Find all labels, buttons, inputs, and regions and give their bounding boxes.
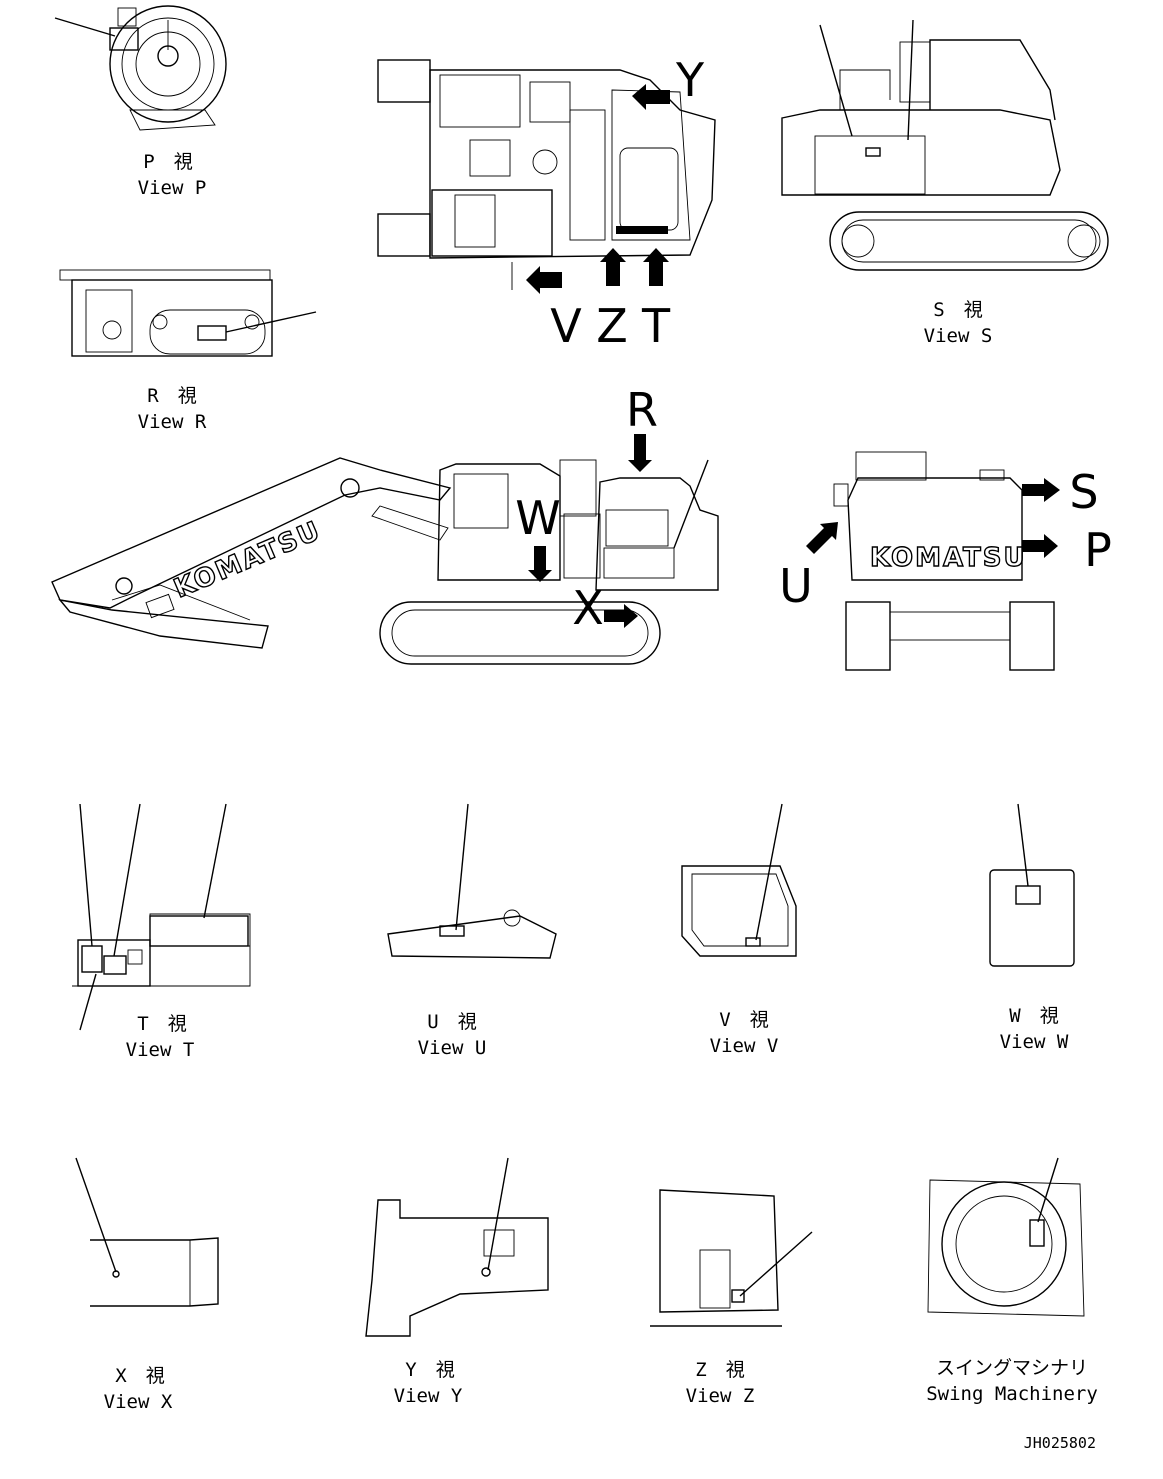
arrow-letter-x: X: [572, 581, 604, 635]
view-z-drawing: [650, 1189, 813, 1327]
leader-line: [113, 803, 141, 957]
drawing-number: JH025802: [1024, 1434, 1096, 1452]
view-s-drawing: [781, 19, 1109, 271]
view-p-label-en: View P: [138, 177, 207, 199]
leader-line: [54, 17, 116, 37]
leader-line: [455, 803, 469, 931]
view-t-drawing: [72, 803, 251, 1031]
view-w-label-en: View W: [1000, 1031, 1069, 1053]
arrow-letter-s: S: [1069, 465, 1098, 519]
arrow-letter-v: V: [550, 299, 582, 353]
swing-machinery-drawing: [927, 1157, 1085, 1317]
leader-line: [225, 311, 317, 333]
top-plan-drawing: [377, 59, 716, 294]
view-p-label-jp: P 視: [143, 151, 192, 173]
leader-line: [755, 803, 783, 941]
view-y-label-en: View Y: [394, 1385, 463, 1407]
rear-brand: KOMATSU: [870, 543, 1027, 573]
arrow-letter-z: Z: [596, 299, 628, 353]
leader-line: [79, 803, 93, 947]
leader-line: [819, 24, 853, 137]
view-r-label-jp: R 視: [147, 385, 196, 407]
view-z-label-jp: Z 視: [695, 1359, 744, 1381]
leader-line: [1037, 1157, 1059, 1223]
view-s-label-jp: S 視: [933, 299, 982, 321]
arrow-letter-t: T: [641, 299, 671, 353]
leader-line: [673, 459, 709, 549]
view-x-label-jp: X 視: [115, 1365, 164, 1387]
arrow-letter-y: Y: [675, 53, 705, 107]
view-w-label-jp: W 視: [1009, 1005, 1058, 1027]
view-s-label-en: View S: [924, 325, 993, 347]
view-u-label-jp: U 視: [427, 1011, 476, 1033]
view-v-label-jp: V 視: [719, 1009, 768, 1031]
view-v-drawing: [681, 803, 797, 957]
swing-machinery-label-jp: スイングマシナリ: [936, 1357, 1088, 1379]
view-x-label-en: View X: [104, 1391, 173, 1413]
side-view-drawing: KOMATSU: [51, 434, 719, 665]
leader-line: [203, 803, 227, 919]
view-w-drawing: [989, 803, 1075, 967]
boom-brand: KOMATSU: [170, 516, 326, 605]
leader-line: [79, 973, 97, 1031]
leader-line: [75, 1157, 117, 1273]
leader-line: [487, 1157, 509, 1271]
rear-view-drawing: KOMATSU: [806, 451, 1060, 671]
view-r-drawing: [59, 269, 317, 357]
leader-line: [907, 19, 914, 141]
leader-line: [1017, 803, 1029, 887]
view-x-drawing: [75, 1157, 219, 1307]
arrow-letter-w: W: [515, 491, 560, 545]
view-y-label-jp: Y 視: [405, 1359, 454, 1381]
view-t-label-jp: T 視: [137, 1013, 186, 1035]
view-p-drawing: [54, 5, 227, 131]
arrow-letter-p: P: [1084, 523, 1112, 577]
view-t-label-en: View T: [126, 1039, 195, 1061]
swing-machinery-label-en: Swing Machinery: [926, 1383, 1098, 1405]
view-u-drawing: [387, 803, 557, 959]
leader-line: [739, 1231, 813, 1297]
view-z-label-en: View Z: [686, 1385, 755, 1407]
view-r-label-en: View R: [138, 411, 207, 433]
view-u-label-en: View U: [418, 1037, 487, 1059]
view-v-label-en: View V: [710, 1035, 779, 1057]
arrow-letter-u: U: [779, 559, 813, 613]
arrow-letter-r: R: [626, 383, 658, 437]
view-y-drawing: [365, 1157, 549, 1337]
